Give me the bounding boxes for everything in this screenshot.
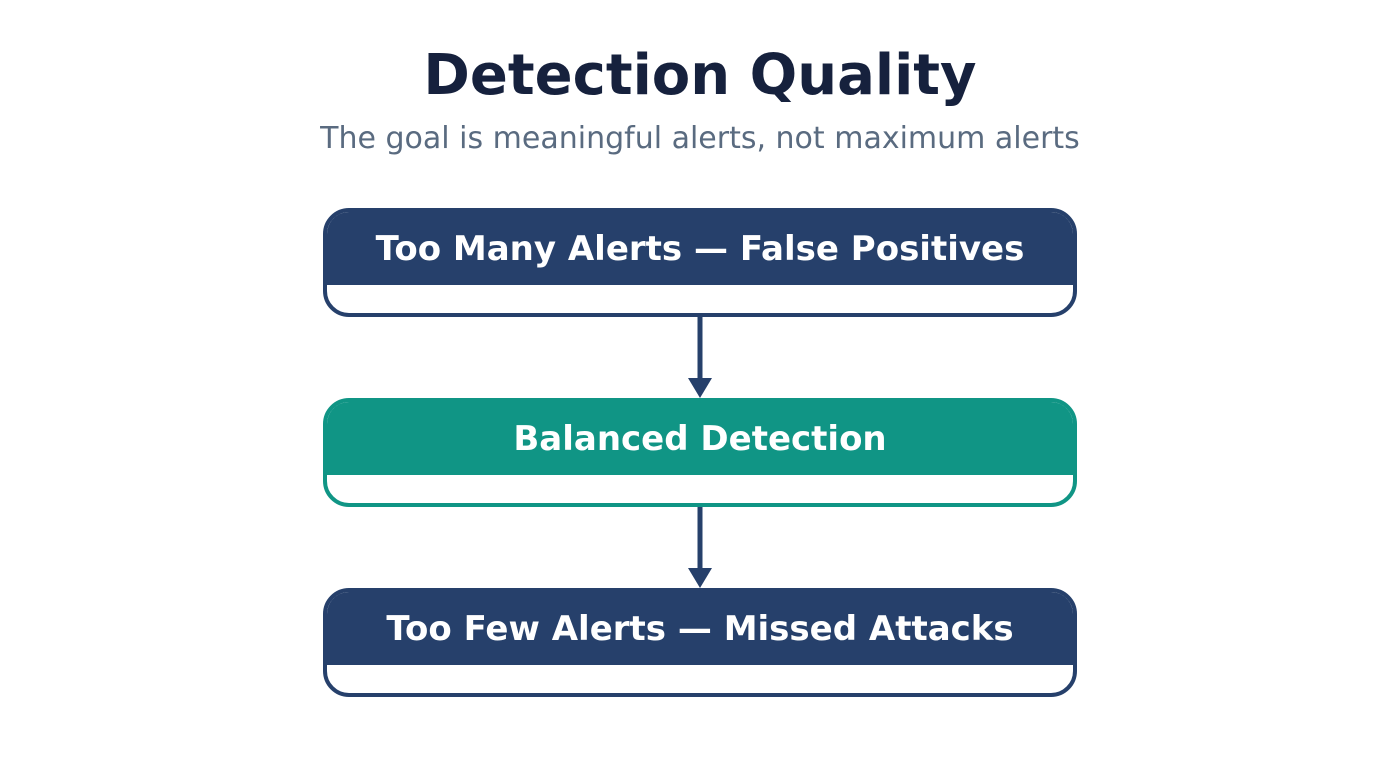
diagram-subtitle: The goal is meaningful alerts, not maxim… — [320, 121, 1080, 156]
arrow-1 — [688, 317, 712, 398]
node-balanced-detection-label: Balanced Detection — [327, 402, 1073, 475]
node-too-many-alerts: Too Many Alerts — False Positives — [323, 208, 1077, 317]
diagram-title: Detection Quality — [423, 43, 977, 108]
node-balanced-detection: Balanced Detection — [323, 398, 1077, 507]
node-too-many-alerts-label: Too Many Alerts — False Positives — [327, 212, 1073, 285]
node-too-few-alerts-label: Too Few Alerts — Missed Attacks — [327, 592, 1073, 665]
arrow-2 — [688, 507, 712, 588]
node-too-few-alerts: Too Few Alerts — Missed Attacks — [323, 588, 1077, 697]
